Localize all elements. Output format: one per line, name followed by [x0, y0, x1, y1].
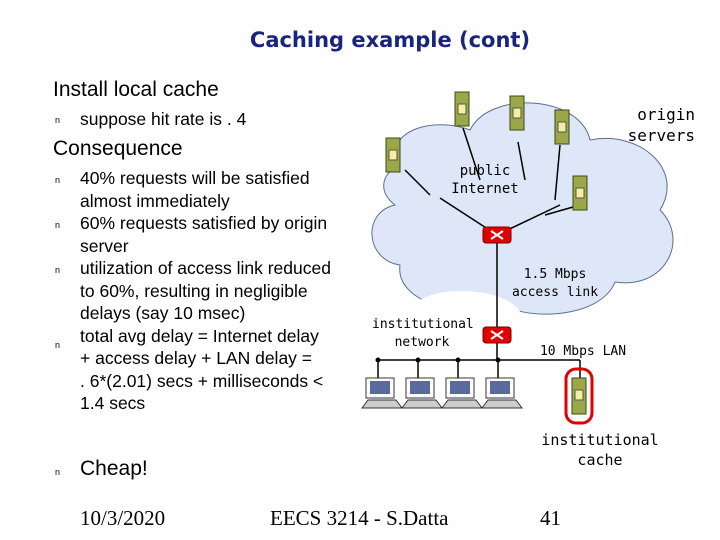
bullet-marker: n	[55, 175, 61, 185]
public-internet-label: public Internet	[440, 162, 530, 198]
heading-consequence: Consequence	[53, 137, 183, 160]
bullet-cheap: Cheap!	[80, 457, 148, 480]
footer-course: EECS 3214 - S.Datta	[270, 506, 449, 530]
origin-server	[454, 91, 470, 127]
bullet-marker: n	[55, 220, 61, 230]
cache-highlight-outline	[564, 367, 594, 425]
bullet-hit-rate: suppose hit rate is . 4	[80, 109, 247, 129]
pc-icon	[361, 377, 403, 409]
consequence-line: utilization of access link reduced	[80, 258, 331, 278]
consequence-line: . 6*(2.01) secs + milliseconds <	[80, 370, 324, 391]
institutional-cache-label: institutional cache	[540, 430, 660, 470]
consequence-line: delays (say 10 msec)	[80, 303, 246, 323]
institutional-network-label: institutional network	[372, 316, 474, 352]
slide-title: Caching example (cont)	[249, 28, 531, 52]
access-link-label-line: access link	[511, 285, 599, 300]
origin-server	[554, 109, 570, 145]
internet-cloud	[371, 102, 674, 315]
pc-icon	[401, 377, 443, 409]
institutional-router-icon	[482, 326, 512, 344]
access-link-label-line: 1.5 Mbps	[523, 267, 587, 282]
origin-server	[572, 175, 588, 211]
bullet-marker: n	[55, 340, 61, 350]
consequence-line: total avg delay = Internet delay	[80, 325, 319, 346]
origin-server	[509, 95, 525, 131]
consequence-line: 60% requests satisfied by origin	[80, 213, 328, 233]
public-internet-label-line: public	[459, 163, 511, 179]
bullet-marker: n	[55, 265, 61, 275]
origin-servers-label-line: servers	[627, 126, 695, 145]
public-internet-label-line: Internet	[451, 181, 519, 197]
lan-label: 10 Mbps LAN	[539, 344, 627, 359]
consequence-line: to 60%, resulting in negligible	[80, 280, 308, 301]
internet-router-icon	[482, 226, 512, 244]
bullet-marker: n	[55, 115, 61, 125]
footer-date: 10/3/2020	[80, 506, 166, 530]
institutional-cache-server	[571, 377, 587, 415]
origin-servers-label: origin servers	[595, 104, 695, 146]
institutional-cache-label-line: cache	[577, 451, 623, 469]
heading-install-local-cache: Install local cache	[53, 78, 219, 101]
consequence-list: 40% requests will be satisfied almost im…	[80, 167, 380, 415]
consequence-line: 1.4 secs	[80, 393, 146, 413]
consequence-line: 40% requests will be satisfied	[80, 168, 310, 188]
consequence-line: + access delay + LAN delay =	[80, 348, 313, 368]
footer-page-number: 41	[540, 506, 561, 530]
link-dots	[375, 357, 501, 363]
institutional-network-label-line: network	[394, 335, 450, 350]
pc-icon	[441, 377, 483, 409]
pc-icon	[481, 377, 523, 409]
bullet-marker: n	[55, 467, 61, 477]
origin-server	[385, 137, 401, 173]
origin-servers-label-line: origin	[637, 105, 695, 124]
consequence-line: almost immediately	[80, 190, 230, 211]
access-link-label: 1.5 Mbps access link	[505, 266, 605, 302]
institutional-cache-label-line: institutional	[541, 431, 659, 449]
consequence-line: server	[80, 235, 129, 256]
institutional-network-label-line: institutional	[372, 317, 474, 332]
